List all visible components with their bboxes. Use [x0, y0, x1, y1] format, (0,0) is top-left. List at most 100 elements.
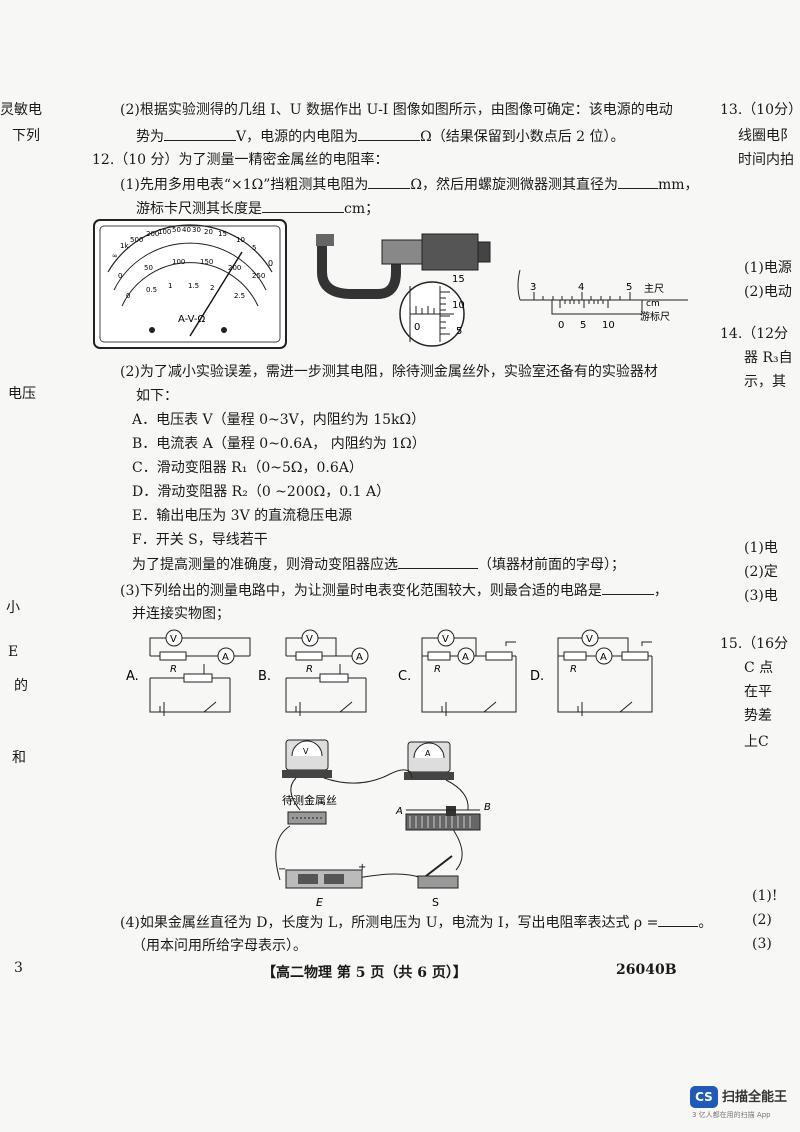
left-edge-text-2: 下列: [12, 128, 40, 144]
answer-blank-length[interactable]: [262, 198, 344, 213]
q14-sub-3: (3)电: [744, 588, 778, 604]
micrometer-figure: 15 10 5 0: [316, 233, 491, 347]
q12-part2-line2: 如下：: [136, 388, 178, 404]
circuit-a-letter: A.: [126, 669, 139, 684]
scanner-title: 扫描全能王: [722, 1090, 788, 1105]
meter-scale-10: 10: [236, 236, 245, 244]
meter-scale-50: 50: [172, 226, 181, 234]
option-c: C．滑动变阻器 R₁（0~5Ω，0.6A）: [132, 460, 363, 476]
q12-part4-line1: (4)如果金属丝直径为 D，长度为 L，所测电压为 U，电流为 I，写出电阻率表…: [120, 912, 712, 933]
answer-blank-rough-resistance[interactable]: [368, 174, 411, 189]
circuit-b-v: V: [306, 634, 313, 645]
left-edge-text-8: 3: [14, 960, 23, 976]
circuit-a-a: A: [222, 652, 229, 663]
option-e: E．输出电压为 3V 的直流稳压电源: [132, 508, 353, 524]
scanner-subtitle: 3 亿人都在用的扫描 App: [692, 1111, 771, 1119]
answer-blank-emf[interactable]: [164, 126, 236, 141]
circuit-d: D. V A R: [530, 629, 653, 716]
caliper-vernier-label: 游标尺: [640, 310, 670, 323]
q14-line-2: 器 R₃自: [744, 350, 793, 366]
q12-p2-ask-a: 为了提高测量的准确度，则滑动变阻器应选: [132, 557, 398, 573]
left-edge-text-4: 小: [6, 600, 20, 616]
meter-label: A-V-Ω: [178, 314, 206, 325]
circuit-c-letter: C.: [398, 669, 411, 684]
meter-low-05: 0.5: [146, 286, 157, 294]
circuit-c-r: R: [434, 664, 441, 675]
circuit-c-v: V: [442, 634, 449, 645]
q15-sub-2: (2): [752, 912, 772, 928]
answer-blank-circuit[interactable]: [601, 580, 654, 595]
caliper-main-5: 5: [626, 282, 632, 293]
q12-p1-d: 游标卡尺测其长度是: [136, 201, 262, 217]
answer-blank-internal-resistance[interactable]: [358, 126, 421, 141]
circuit-a-v: V: [170, 634, 177, 645]
caliper-main-label: 主尺: [644, 283, 664, 295]
caliper-vernier-10: 10: [602, 320, 615, 331]
page-footer: 【高二物理 第 5 页（共 6 页）】: [262, 965, 467, 981]
meter-scale-20: 20: [204, 228, 213, 236]
left-edge-text-1: 灵敏电: [0, 102, 42, 118]
meter-low-15: 1.5: [188, 282, 199, 290]
circuit-b-letter: B.: [258, 669, 271, 684]
q12-header: 12.（10 分）为了测量一精密金属丝的电阻率：: [92, 152, 389, 168]
meter-scale-30: 30: [192, 226, 201, 234]
multimeter-figure: ∞ 1k 500 200 100 50 40 30 20 15 10 5 0 0…: [93, 219, 287, 349]
meter-low-0: 0: [126, 292, 130, 300]
micrometer-tick-5: 5: [456, 326, 462, 337]
q12-p1-a: (1)先用多用电表“×1Ω”挡粗测其电阻为: [120, 177, 369, 193]
micrometer-tick-15: 15: [452, 274, 465, 285]
q12-part3-line2: 并连接实物图；: [132, 606, 230, 622]
q12-part1-line2: 游标卡尺测其长度是 cm；: [136, 198, 379, 219]
q14-sub-1: (1)电: [744, 540, 778, 556]
circuit-b-a: A: [356, 652, 363, 663]
q12-p1-b: Ω，然后用螺旋测微器测其直径为: [410, 177, 618, 193]
meter-scale-inf: ∞: [112, 252, 118, 260]
meter-scale-0: 0: [268, 259, 273, 268]
apparatus-diagram: V A 待测金属丝 A B − + E S: [275, 739, 491, 909]
meter-mid-50: 50: [144, 264, 153, 272]
circuit-d-letter: D.: [530, 669, 544, 684]
apparatus-ammeter-a: A: [425, 749, 431, 758]
caliper-main-3: 3: [530, 282, 536, 293]
circuit-b-r: R: [306, 664, 313, 675]
q15-line-4: 势差: [744, 708, 772, 724]
answer-blank-resistivity[interactable]: [658, 912, 699, 927]
q15-header: 15.（16分: [720, 636, 789, 652]
left-edge-text-5: E: [8, 644, 19, 660]
q11-text-b: V，电源的内电阻为: [236, 129, 359, 145]
circuit-diagrams: A. V A R B. V A R C. V A R: [126, 629, 653, 716]
meter-scale-5: 5: [252, 244, 256, 252]
answer-blank-diameter[interactable]: [618, 174, 658, 189]
meter-low-1: 1: [168, 282, 172, 290]
circuit-d-a: A: [600, 652, 607, 663]
micrometer-tick-10: 10: [452, 300, 465, 311]
q11-text-c: Ω（结果保留到小数点后 2 位）。: [420, 129, 625, 145]
option-a: A．电压表 V（量程 0~3V，内阻约为 15kΩ）: [132, 412, 426, 428]
option-b: B．电流表 A（量程 0~0.6A， 内阻约为 1Ω）: [132, 436, 426, 452]
apparatus-label-e: E: [316, 896, 323, 909]
apparatus-label-a: A: [395, 806, 403, 817]
meter-scale-100: 100: [158, 228, 171, 236]
q13-header: 13.（10分）: [720, 102, 800, 118]
apparatus-wire-label: 待测金属丝: [282, 793, 337, 807]
meter-mid-0: 0: [118, 272, 122, 280]
meter-scale-500: 500: [130, 236, 143, 244]
option-f: F．开关 S，导线若干: [132, 532, 268, 548]
q15-sub-1: (1)!: [752, 888, 778, 904]
meter-low-25: 2.5: [234, 292, 245, 300]
apparatus-minus: −: [278, 864, 286, 875]
answer-blank-rheostat[interactable]: [398, 554, 478, 569]
q15-line-3: 在平: [744, 684, 772, 700]
q14-header: 14.（12分: [720, 326, 789, 342]
meter-mid-200: 200: [228, 264, 241, 272]
q12-p1-e: cm；: [344, 201, 380, 217]
q15-sub-3: (3): [752, 936, 772, 952]
meter-scale-40: 40: [182, 226, 191, 234]
q15-line-5: 上C: [744, 734, 769, 750]
q12-p4-a: (4)如果金属丝直径为 D，长度为 L，所测电压为 U，电流为 I，写出电阻率表…: [120, 915, 659, 931]
q14-line-3: 示，其: [744, 374, 786, 390]
left-edge-text-7: 和: [12, 750, 26, 766]
q12-part2-line1: (2)为了减小实验误差，需进一步测其电阻，除待测金属丝外，实验室还备有的实验器材: [120, 364, 658, 380]
